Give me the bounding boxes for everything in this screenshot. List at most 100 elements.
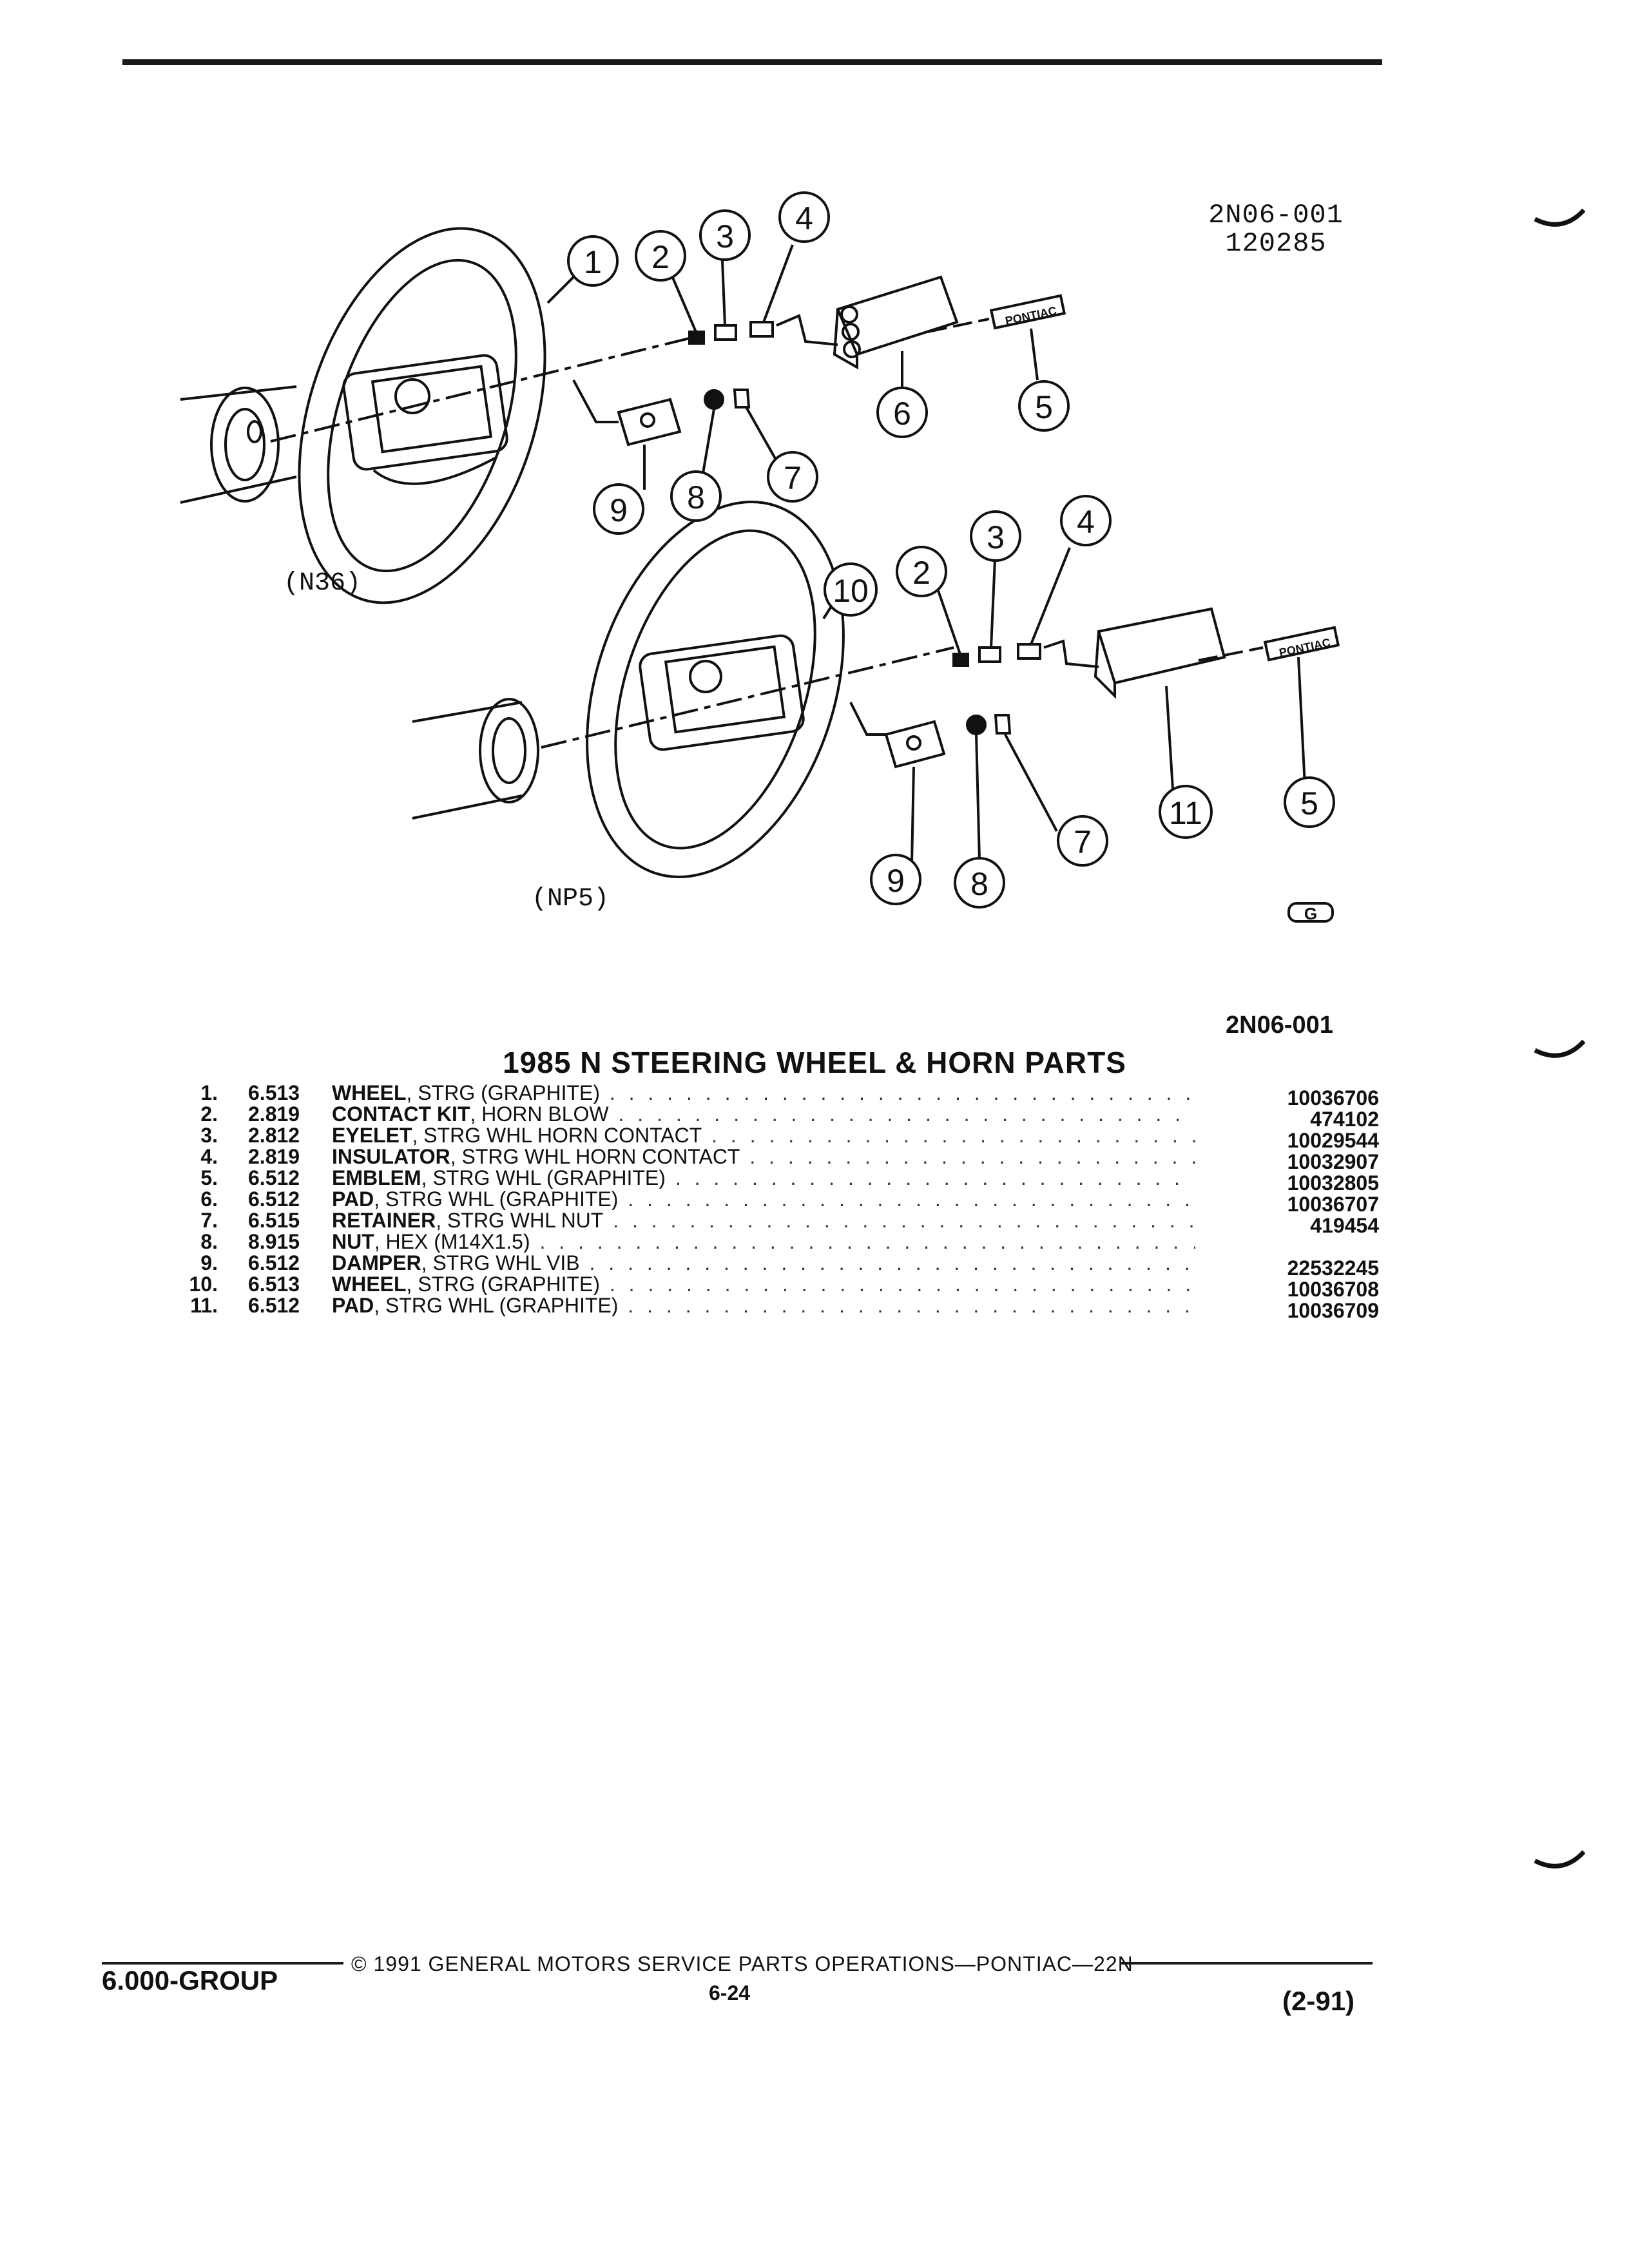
footer-rule-right: [1121, 1962, 1373, 1965]
eyelet-top: [714, 324, 737, 341]
callout-3b: 3: [970, 510, 1021, 562]
leader-dots: . . . . . . . . . . . . . . . . . . . . …: [711, 1125, 1195, 1146]
callout-8: 8: [670, 470, 722, 522]
part-number-index: 5.: [200, 1166, 218, 1189]
part-row: 10. 6.513 WHEEL, STRG (GRAPHITE) . . . . .…: [161, 1273, 1379, 1300]
callout-8b: 8: [954, 857, 1005, 908]
part-group-code: 6.512: [248, 1294, 300, 1317]
leader-dots: . . . . . . . . . . . . . . . . . . . . …: [609, 1274, 1195, 1295]
part-group-code: 6.512: [248, 1187, 300, 1211]
part-number: 10032907: [1287, 1150, 1379, 1173]
part-detail: , HORN BLOW: [470, 1104, 609, 1125]
part-number: 10032805: [1287, 1171, 1379, 1195]
part-group-code: 2.819: [248, 1102, 300, 1126]
part-name: PAD: [332, 1295, 374, 1316]
callout-11: 11: [1159, 785, 1213, 839]
part-name: NUT: [332, 1231, 374, 1253]
leader-dots: . . . . . . . . . . . . . . . . . . . . …: [749, 1146, 1195, 1168]
callout-5b: 5: [1284, 776, 1335, 828]
part-description: NUT, HEX (M14X1.5) . . . . . . . . . . .…: [332, 1231, 1195, 1253]
part-detail: , STRG WHL HORN CONTACT: [412, 1125, 702, 1146]
svg-text:11: 11: [1169, 795, 1202, 831]
page-number: 6-24: [709, 1981, 751, 2004]
part-number: 419454: [1310, 1214, 1379, 1237]
callouts-bottom: 10 2 3 4 11 5 7 8 9: [824, 495, 1335, 908]
part-detail: , STRG (GRAPHITE): [406, 1082, 600, 1104]
svg-text:G: G: [1304, 904, 1317, 923]
part-detail: , STRG WHL (GRAPHITE): [421, 1168, 666, 1189]
part-name: PAD: [332, 1189, 374, 1210]
leader-dots: . . . . . . . . . . . . . . . . . . . . …: [675, 1168, 1195, 1189]
part-group-code: 6.512: [248, 1166, 300, 1189]
part-description: DAMPER, STRG WHL VIB . . . . . . . . . .…: [332, 1253, 1195, 1274]
part-description: WHEEL, STRG (GRAPHITE) . . . . . . . . .…: [332, 1274, 1195, 1295]
part-name: EYELET: [332, 1125, 412, 1146]
part-number-index: 3.: [200, 1124, 218, 1147]
part-row: 11. 6.512 PAD, STRG WHL (GRAPHITE) . . . .…: [161, 1294, 1379, 1321]
steering-wheel-top: [298, 227, 546, 604]
emblem-top: [989, 294, 1066, 330]
callout-2b: 2: [896, 546, 947, 597]
footer-rule-left: [102, 1962, 343, 1965]
axis-line-bottom: [541, 646, 954, 749]
figure-date: 120285: [1225, 228, 1327, 259]
exploded-diagram: PONTIAC PONTIAC 1 2 3 4 5 6 7 8 9 10 2 3…: [180, 191, 1340, 923]
part-number: 22532245: [1287, 1256, 1379, 1280]
part-detail: , HEX (M14X1.5): [374, 1231, 530, 1253]
leader-dots: . . . . . . . . . . . . . . . . . . . . …: [613, 1210, 1195, 1231]
leader-dots: . . . . . . . . . . . . . . . . . . . . …: [589, 1253, 1195, 1274]
part-description: PAD, STRG WHL (GRAPHITE) . . . . . . . .…: [332, 1295, 1195, 1316]
part-detail: , STRG WHL (GRAPHITE): [374, 1295, 619, 1316]
emblem-bottom: [1263, 626, 1340, 662]
leader-dots: . . . . . . . . . . . . . . . . . . . . …: [628, 1189, 1195, 1210]
svg-text:3: 3: [987, 519, 1005, 555]
part-description: CONTACT KIT, HORN BLOW . . . . . . . . .…: [332, 1104, 1195, 1125]
horn-pad-bottom: [1094, 607, 1226, 699]
top-rule: [122, 59, 1382, 65]
part-name: DAMPER: [332, 1253, 421, 1274]
leader-dots: . . . . . . . . . . . . . . . . . . . . …: [618, 1104, 1196, 1125]
part-name: CONTACT KIT: [332, 1104, 470, 1125]
part-group-code: 8.915: [248, 1230, 300, 1253]
part-group-code: 2.812: [248, 1124, 300, 1147]
part-row: 6. 6.512 PAD, STRG WHL (GRAPHITE) . . . . …: [161, 1187, 1379, 1215]
part-group-code: 6.512: [248, 1251, 300, 1274]
part-row: 3. 2.812 EYELET, STRG WHL HORN CONTACT . .…: [161, 1124, 1379, 1151]
part-group-code: 6.513: [248, 1273, 300, 1296]
part-detail: , STRG WHL VIB: [421, 1253, 580, 1274]
part-name: WHEEL: [332, 1274, 407, 1295]
part-number-index: 7.: [200, 1209, 218, 1232]
svg-text:10: 10: [833, 573, 869, 609]
part-number-index: 2.: [200, 1102, 218, 1126]
part-description: EMBLEM, STRG WHL (GRAPHITE) . . . . . . …: [332, 1168, 1195, 1189]
part-number: 10036707: [1287, 1193, 1379, 1216]
svg-text:5: 5: [1035, 389, 1053, 425]
part-number-index: 6.: [200, 1187, 218, 1211]
leader-dots: . . . . . . . . . . . . . . . . . . . . …: [609, 1082, 1195, 1104]
part-description: RETAINER, STRG WHL NUT . . . . . . . . .…: [332, 1210, 1195, 1231]
svg-text:8: 8: [970, 866, 988, 902]
reference-code: 2N06-001: [1226, 1012, 1333, 1039]
steering-wheel-bottom: [586, 501, 845, 878]
part-name: INSULATOR: [332, 1146, 450, 1168]
svg-text:1: 1: [584, 244, 602, 280]
part-number-index: 10.: [189, 1273, 218, 1296]
insulator-bottom: [1017, 643, 1041, 660]
part-description: PAD, STRG WHL (GRAPHITE) . . . . . . . .…: [332, 1189, 1195, 1210]
svg-text:5: 5: [1300, 785, 1318, 822]
part-description: INSULATOR, STRG WHL HORN CONTACT . . . .…: [332, 1146, 1195, 1168]
svg-text:4: 4: [1077, 504, 1095, 540]
part-number-index: 11.: [190, 1294, 218, 1317]
callout-7: 7: [767, 451, 818, 503]
emblem-label-top: PONTIAC: [1004, 304, 1057, 327]
part-number-index: 8.: [200, 1230, 218, 1253]
callouts-top: 1 2 3 4 5 6 7 8 9: [567, 191, 1070, 535]
variant-label-n36: (N36): [284, 569, 361, 598]
figure-header: 2N06-001 120285: [1199, 201, 1353, 258]
callout-3: 3: [699, 209, 751, 261]
svg-text:9: 9: [610, 492, 628, 528]
part-row: 2. 2.819 CONTACT KIT, HORN BLOW . . . . . …: [161, 1102, 1379, 1130]
